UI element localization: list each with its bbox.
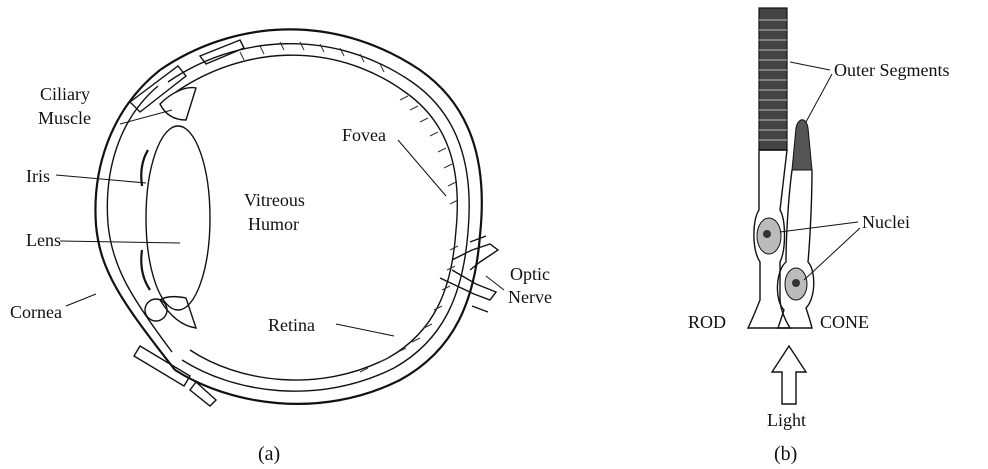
cone-outer-segment	[792, 120, 812, 170]
sclera-outer	[160, 29, 482, 404]
leader-optic	[486, 276, 504, 290]
label-vitreous: Vitreous	[244, 190, 305, 210]
label-outer-segments: Outer Segments	[834, 60, 949, 80]
label-lens: Lens	[26, 230, 61, 250]
caption-a: (a)	[258, 443, 280, 465]
light-arrow-icon	[772, 346, 806, 404]
rod-outer-segment	[759, 8, 787, 150]
label-retina: Retina	[268, 315, 315, 335]
leader-nucleus-cone	[804, 228, 860, 280]
leader-nucleus-rod	[780, 222, 858, 232]
ciliary-muscle-bottom	[160, 297, 196, 328]
leader-fovea	[398, 140, 446, 196]
cornea-inner	[107, 86, 172, 352]
label-light: Light	[767, 410, 806, 430]
label-fovea: Fovea	[342, 125, 386, 145]
label-optic: Optic	[510, 264, 550, 284]
iris-top	[141, 150, 148, 186]
label-ciliary: Ciliary	[40, 84, 90, 104]
leader-retina	[336, 324, 394, 336]
choroid-layer	[176, 55, 457, 380]
photoreceptor-diagram: Outer Segments Nuclei ROD CONE Light (b)	[688, 8, 949, 465]
label-cornea: Cornea	[10, 302, 62, 322]
caption-b: (b)	[774, 443, 797, 465]
label-nuclei: Nuclei	[862, 212, 910, 232]
sclera-inner	[168, 44, 469, 392]
leader-cornea	[66, 294, 96, 306]
leader-iris	[56, 175, 146, 183]
optic-nerve	[440, 244, 498, 300]
lens-bulge	[145, 299, 167, 321]
label-rod: ROD	[688, 312, 726, 332]
leader-outer-rod	[790, 62, 830, 70]
cone-inner-segment	[777, 170, 813, 328]
label-iris: Iris	[26, 166, 50, 186]
label-cone: CONE	[820, 312, 869, 332]
label-nerve: Nerve	[508, 287, 552, 307]
label-muscle: Muscle	[38, 108, 91, 128]
eye-diagram: Ciliary Muscle Iris Lens Cornea Vitreous…	[10, 29, 552, 465]
lens	[146, 126, 210, 310]
leader-lens	[60, 241, 180, 243]
label-humor: Humor	[248, 214, 299, 234]
leader-outer-cone	[806, 74, 832, 122]
leader-ciliary	[120, 110, 172, 124]
